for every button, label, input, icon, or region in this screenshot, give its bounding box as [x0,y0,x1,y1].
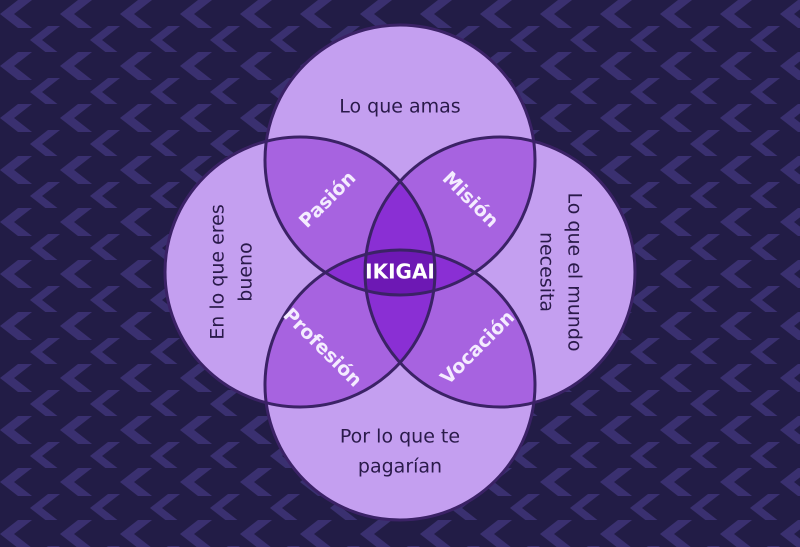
label-pagarian: pagarían [358,456,442,478]
label-en-lo-que-eres: En lo que eres [207,204,229,340]
circle-outlines [163,23,637,522]
label-ikigai: IKIGAI [365,260,435,284]
label-lo-que-el-mundo: Lo que el mundo [564,192,586,351]
label-group-lo-que-el-mundo-necesita: Lo que el mundo necesita [536,192,586,351]
label-necesita: necesita [536,232,558,312]
label-bueno: bueno [235,242,257,301]
label-group-en-lo-que-eres-bueno: En lo que eres bueno [207,204,257,340]
label-lo-que-amas: Lo que amas [339,96,460,118]
label-por-lo-que-te: Por lo que te [340,426,460,448]
